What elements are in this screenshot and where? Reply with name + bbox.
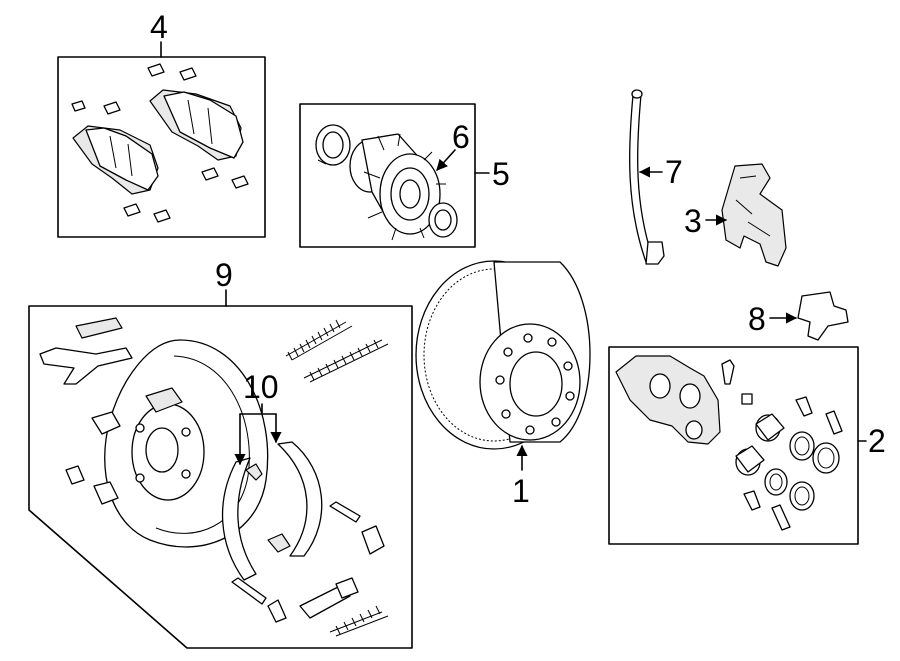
callout-7: 7 <box>665 154 683 190</box>
caliper-bracket <box>721 163 787 267</box>
brake-rotor-group[interactable]: 1 <box>415 260 591 509</box>
callout-2: 2 <box>868 423 886 459</box>
parking-brake-shoes <box>221 441 323 581</box>
hub-assembly-group[interactable]: 5 6 <box>299 103 510 248</box>
brake-caliper <box>615 355 721 445</box>
backing-plate <box>91 339 269 548</box>
callout-10-leader <box>239 403 277 415</box>
hub-assembly-box <box>299 103 476 248</box>
caliper-pistons <box>735 413 785 476</box>
sensor <box>797 291 849 341</box>
hub-bearing <box>428 202 458 238</box>
parking-brake-kit-group[interactable]: 9 <box>28 257 413 649</box>
parking-brake-kit-box <box>28 305 413 649</box>
bleeder-and-pins <box>721 359 843 531</box>
brake-hose <box>629 94 655 263</box>
pad-clips <box>71 63 249 223</box>
brake-pad-kit-group[interactable]: 4 <box>57 9 266 238</box>
callout-4: 4 <box>150 9 168 45</box>
callout-1: 1 <box>512 473 530 509</box>
caliper-bracket-group[interactable]: 3 <box>684 163 787 267</box>
wheel-hub <box>349 133 446 241</box>
callout-6: 6 <box>452 119 470 155</box>
caliper-kit-group[interactable]: 2 <box>608 346 886 545</box>
piston-seals <box>764 431 840 511</box>
callout-9: 9 <box>215 257 233 293</box>
brake-pad-right <box>149 89 244 161</box>
callout-5: 5 <box>492 156 510 192</box>
sensor-group[interactable]: 8 <box>748 291 849 341</box>
hardware-pins <box>231 501 385 623</box>
hub-seal <box>315 124 351 166</box>
caliper-kit-box <box>608 346 859 545</box>
callout-8: 8 <box>748 301 766 337</box>
callout-6-arrow <box>436 149 456 171</box>
callout-10: 10 <box>243 369 279 405</box>
return-springs <box>285 319 389 637</box>
brake-pad-left <box>72 125 159 195</box>
brake-rotor <box>415 260 591 450</box>
adjuster-levers <box>39 317 133 485</box>
callout-3: 3 <box>684 203 702 239</box>
brake-hose-group[interactable]: 7 <box>629 89 683 265</box>
